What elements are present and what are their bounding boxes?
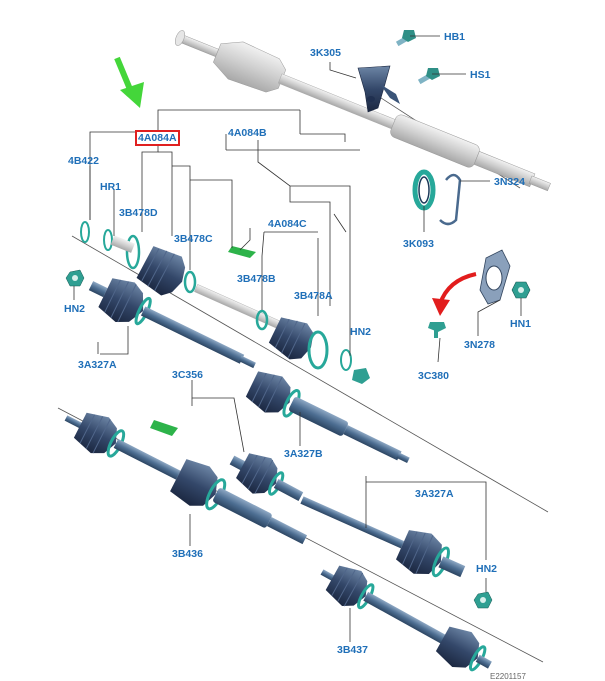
- label-hn1: HN1: [510, 318, 532, 330]
- support-bracket-3k305: [357, 65, 400, 113]
- bolt-hb1: [395, 30, 416, 47]
- bolt-hs1: [417, 68, 440, 85]
- label-3b437: 3B437: [337, 644, 368, 656]
- driveshaft-3a327a-lower: [300, 496, 466, 578]
- label-3a327b: 3A327B: [284, 448, 323, 460]
- label-4a084a-highlighted: 4A084A: [135, 130, 180, 146]
- label-3b478a: 3B478A: [294, 290, 333, 302]
- label-3n278: 3N278: [464, 339, 495, 351]
- green-tag-3c356: [150, 420, 178, 436]
- label-4a084c: 4A084C: [268, 218, 307, 230]
- driveshaft-3a327a-upper: [88, 278, 256, 369]
- label-hn2-upper-right: HN2: [350, 326, 372, 338]
- label-hs1: HS1: [470, 69, 491, 81]
- figure-code: E2201157: [490, 672, 526, 681]
- nut-hn2-left: [65, 269, 85, 287]
- retaining-clip-3n324: [439, 173, 462, 226]
- exploded-inner-components: [80, 221, 370, 384]
- label-3b478c: 3B478C: [174, 233, 213, 245]
- shaft-seal-3k093: [412, 169, 436, 211]
- driveshaft-3b436: [64, 412, 308, 545]
- nut-hn2-lower: [473, 591, 493, 609]
- label-4b422: 4B422: [68, 155, 99, 167]
- label-3k305: 3K305: [310, 47, 341, 59]
- label-hb1: HB1: [444, 31, 466, 43]
- label-3n324: 3N324: [494, 176, 525, 188]
- label-3k093: 3K093: [403, 238, 434, 250]
- bracket-plate-3n278: [479, 249, 511, 305]
- label-3b478b: 3B478B: [237, 273, 276, 285]
- driveshaft-3a327b: [245, 371, 410, 463]
- label-3a327a-left: 3A327A: [78, 359, 117, 371]
- label-4a084b: 4A084B: [228, 127, 267, 139]
- label-hr1: HR1: [100, 181, 122, 193]
- label-3b436: 3B436: [172, 548, 203, 560]
- green-pointer-arrow: [114, 56, 144, 108]
- label-3a327a-right: 3A327A: [415, 488, 454, 500]
- stub-shaft-middle: [229, 453, 304, 502]
- label-3c356: 3C356: [172, 369, 203, 381]
- fastener-3c380: [428, 322, 446, 338]
- ghost-intermediate-shaft: [174, 30, 551, 192]
- nut-hn1: [511, 281, 531, 299]
- red-direction-arrow: [432, 272, 477, 316]
- label-hn2-lower: HN2: [476, 563, 498, 575]
- label-3c380: 3C380: [418, 370, 449, 382]
- driveshaft-3b437: [320, 565, 492, 672]
- label-3b478d: 3B478D: [119, 207, 158, 219]
- label-hn2-upper-left: HN2: [64, 303, 86, 315]
